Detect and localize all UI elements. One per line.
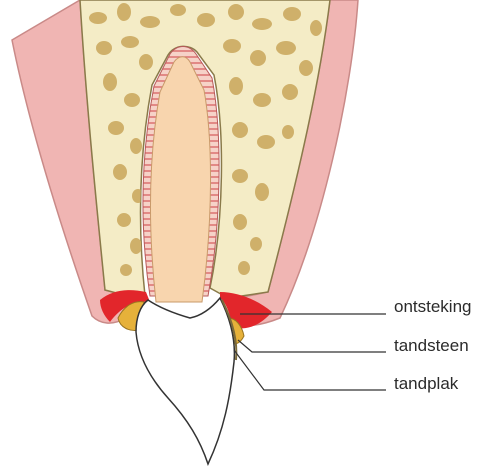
label-inflammation: ontsteking xyxy=(394,298,472,315)
tooth-crown-enamel xyxy=(136,298,234,464)
label-tartar: tandsteen xyxy=(394,337,469,354)
label-plaque: tandplak xyxy=(394,375,458,392)
leader-line-tartar xyxy=(238,340,386,352)
leader-line-plaque xyxy=(234,350,386,390)
tooth-root-dentin xyxy=(150,57,210,302)
